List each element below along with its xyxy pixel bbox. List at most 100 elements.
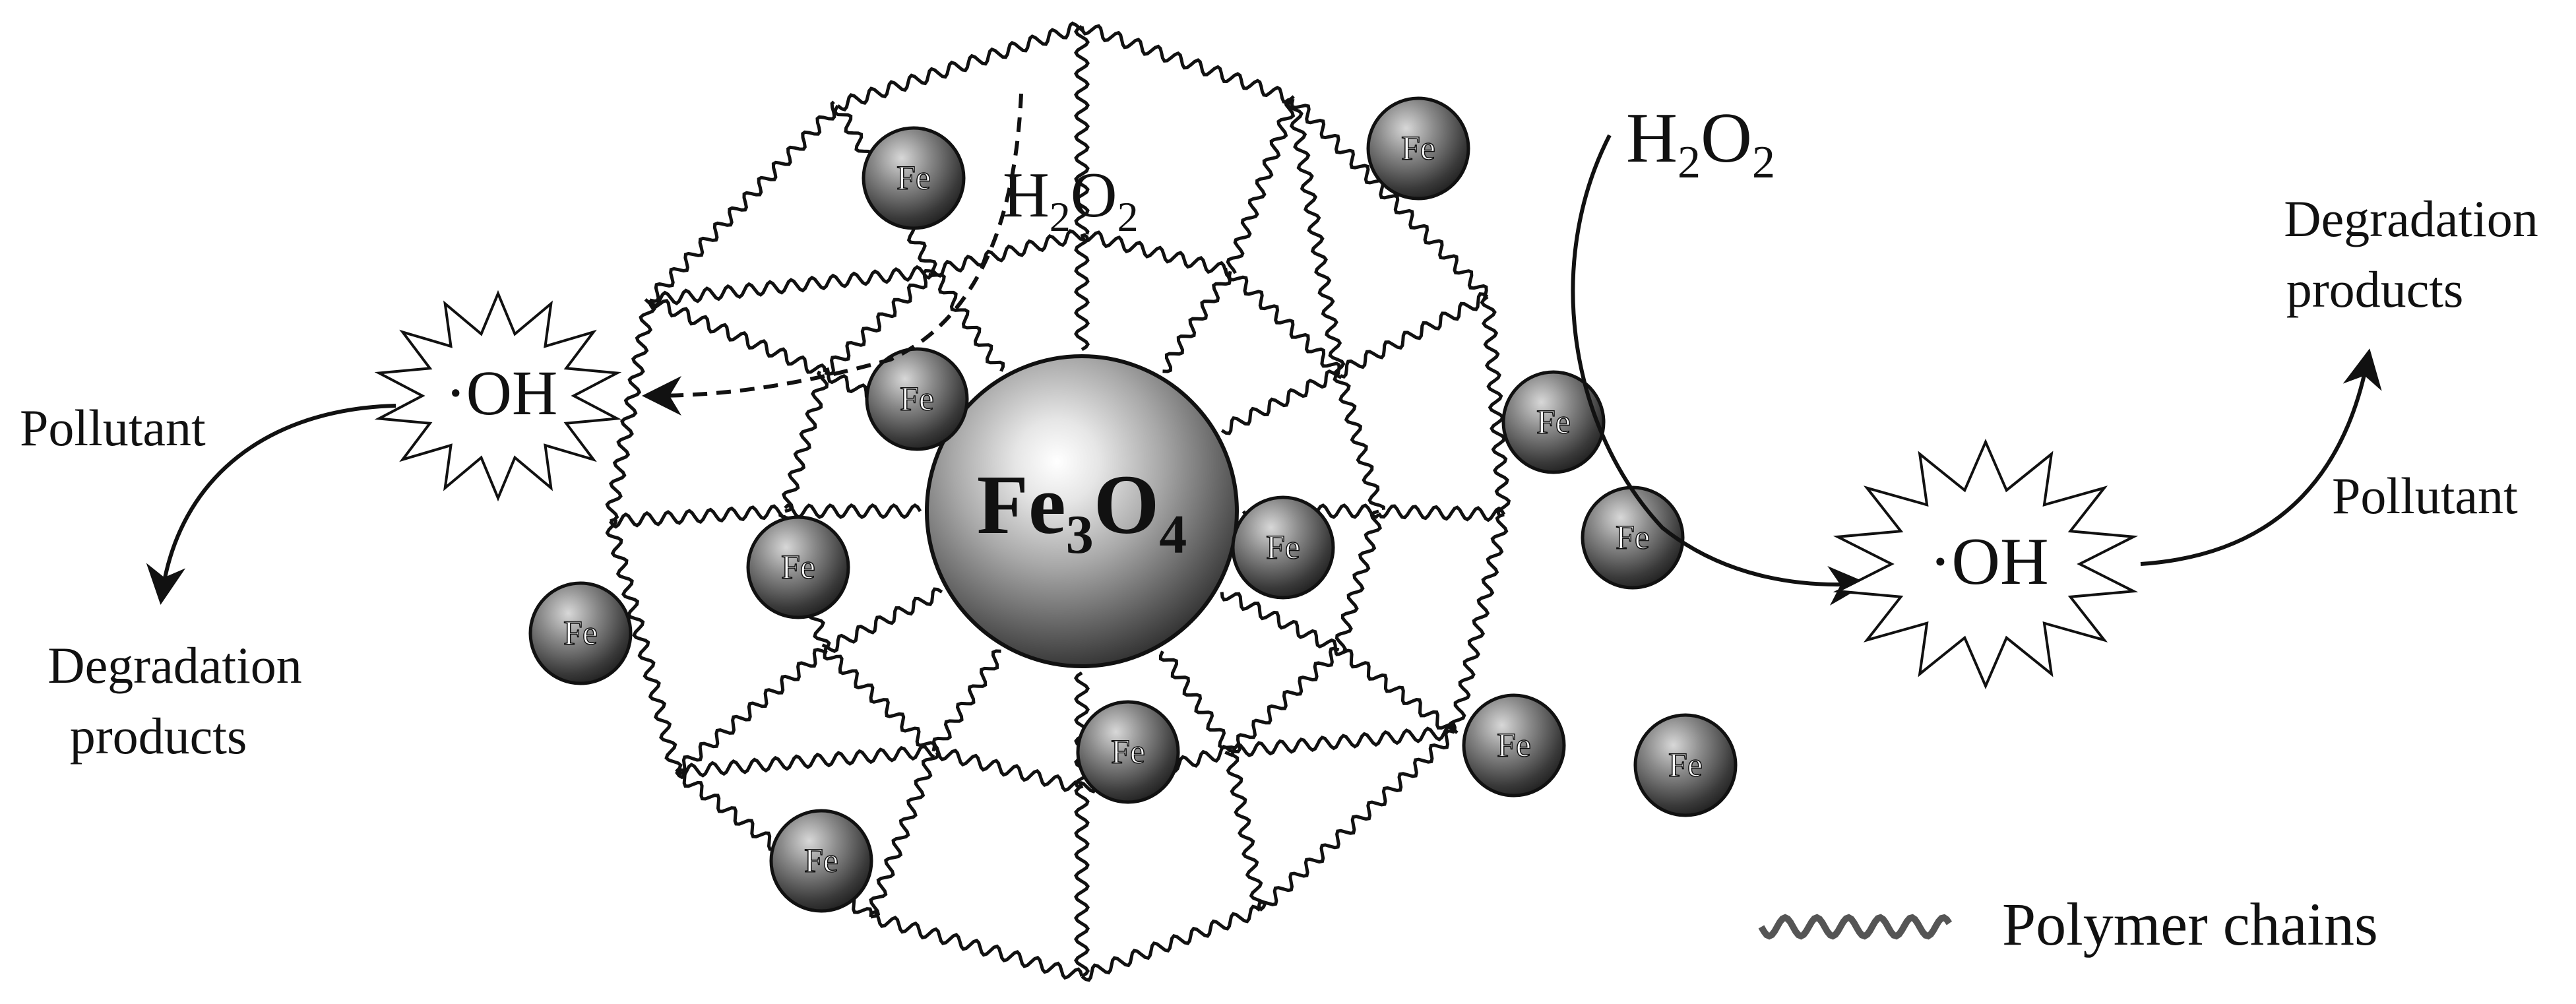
polymer-chain	[675, 744, 935, 780]
polymer-chain	[1340, 292, 1489, 379]
right-oh-dot: ·	[1929, 524, 1951, 599]
polymer-chain	[1220, 592, 1338, 655]
polymer-chain	[824, 268, 935, 376]
polymer-chain	[1228, 270, 1341, 375]
polymer-chain	[836, 21, 1084, 111]
polymer-chain	[648, 299, 827, 374]
polymer-chain	[1074, 24, 1090, 235]
fe-bead: Fe	[1462, 693, 1566, 798]
legend-label: Polymer chains	[2002, 891, 2378, 958]
polymer-chain	[1335, 509, 1383, 652]
fe-bead: Fe	[1366, 96, 1470, 201]
polymer-chain	[823, 648, 936, 752]
fe-bead-label: Fe	[1111, 734, 1145, 771]
polymer-chain	[1228, 646, 1340, 754]
polymer-chain	[781, 370, 829, 513]
fe-bead: Fe	[1501, 370, 1606, 474]
fe-bead: Fe	[865, 347, 969, 451]
polymer-chain	[1290, 98, 1488, 301]
left-degradation-line2: products	[70, 707, 247, 765]
right-h2o2-arrow	[1571, 134, 1868, 606]
svg-text:·OH: ·OH	[1929, 524, 2048, 599]
fe-bead-sphere	[1076, 700, 1180, 804]
fe-bead-sphere	[528, 581, 633, 685]
polymer-chain	[649, 100, 836, 303]
fe-bead: Fe	[862, 126, 966, 230]
left-reaction-arrow	[146, 404, 396, 605]
fe-bead: Fe	[528, 581, 633, 685]
fe-bead: Fe	[1581, 486, 1685, 590]
polymer-chain	[1480, 296, 1511, 516]
polymer-chain	[608, 504, 786, 529]
left-degradation-line1: Degradation	[47, 637, 302, 694]
left-oh-dot: ·	[445, 358, 466, 428]
left-oh-text: OH	[466, 358, 558, 428]
fe-bead-sphere	[1501, 370, 1606, 474]
fe-bead-sphere	[746, 515, 850, 619]
polymer-chain	[821, 587, 943, 653]
polymer-chain	[1080, 24, 1295, 104]
fe-bead-sphere	[769, 809, 873, 913]
fe-bead-sphere	[865, 347, 969, 451]
polymer-chain	[1220, 369, 1342, 435]
polymer-chain	[1257, 729, 1455, 911]
polymer-chain	[1229, 724, 1456, 757]
fe-bead-label: Fe	[900, 381, 934, 418]
fe-bead-label: Fe	[1668, 747, 1703, 784]
right-degradation-line1: Degradation	[2284, 190, 2538, 247]
polymer-chain	[928, 272, 1005, 372]
fe-bead-label: Fe	[1616, 519, 1650, 557]
fe-bead: Fe	[1076, 700, 1180, 804]
fe-bead: Fe	[1633, 713, 1738, 817]
right-degradation-line2: products	[2286, 261, 2464, 318]
right-oh-radical: ·OH	[1833, 438, 2139, 690]
fe-bead: Fe	[1231, 495, 1335, 600]
right-pollutant-label: Pollutant	[2332, 467, 2518, 524]
polymer-chain	[871, 910, 1084, 980]
polymer-chain	[1286, 98, 1346, 375]
right-reaction-arrow	[2140, 348, 2382, 566]
polymer-chain	[933, 744, 1084, 792]
polymer-chain	[931, 649, 1001, 755]
fe-bead-label: Fe	[563, 615, 598, 652]
right-h2o2-label: H2O2	[1626, 99, 1775, 188]
inner-h2o2-label: H2O2	[1003, 160, 1139, 240]
polymer-chain	[784, 503, 922, 519]
core-formula: Fe3O4	[977, 458, 1187, 565]
polymer-chain	[1162, 267, 1232, 373]
fe-bead-sphere	[1633, 713, 1738, 817]
fe-bead: Fe	[746, 515, 850, 619]
legend-polymer-chain-swatch	[1758, 914, 1953, 940]
fe-bead-label: Fe	[781, 549, 815, 586]
fe-bead-sphere	[862, 126, 966, 230]
fe-bead-sphere	[1231, 495, 1335, 600]
polymer-chain	[605, 519, 683, 773]
fe-bead: Fe	[769, 809, 873, 913]
polymer-chain	[1159, 650, 1236, 750]
polymer-network	[605, 21, 1511, 982]
dashed-diffusion-path	[642, 93, 1023, 416]
left-pollutant-label: Pollutant	[20, 399, 206, 456]
fe-bead-label: Fe	[896, 160, 931, 197]
left-oh-radical: ·OH	[374, 290, 622, 502]
polymer-chain	[675, 648, 828, 775]
right-oh-text: OH	[1951, 524, 2048, 599]
legend: Polymer chains	[1758, 891, 2378, 958]
polymer-chain	[1080, 230, 1230, 278]
polymer-chain	[648, 265, 935, 308]
polymer-chain	[1074, 232, 1090, 352]
polymer-chain	[1449, 513, 1509, 734]
fe-bead-label: Fe	[1536, 404, 1571, 441]
polymer-chain	[1224, 750, 1267, 912]
fe3o4-core: Fe3O4	[925, 354, 1239, 668]
polymer-chain	[1333, 371, 1386, 511]
fe-bead-sphere	[1462, 693, 1566, 798]
polymer-chain	[932, 229, 1084, 278]
fe-bead-label: Fe	[804, 842, 838, 880]
polymer-chain	[605, 298, 656, 523]
polymer-chain	[1335, 648, 1457, 733]
fe-bead-label: Fe	[1497, 727, 1531, 765]
svg-text:·OH: ·OH	[445, 358, 558, 428]
